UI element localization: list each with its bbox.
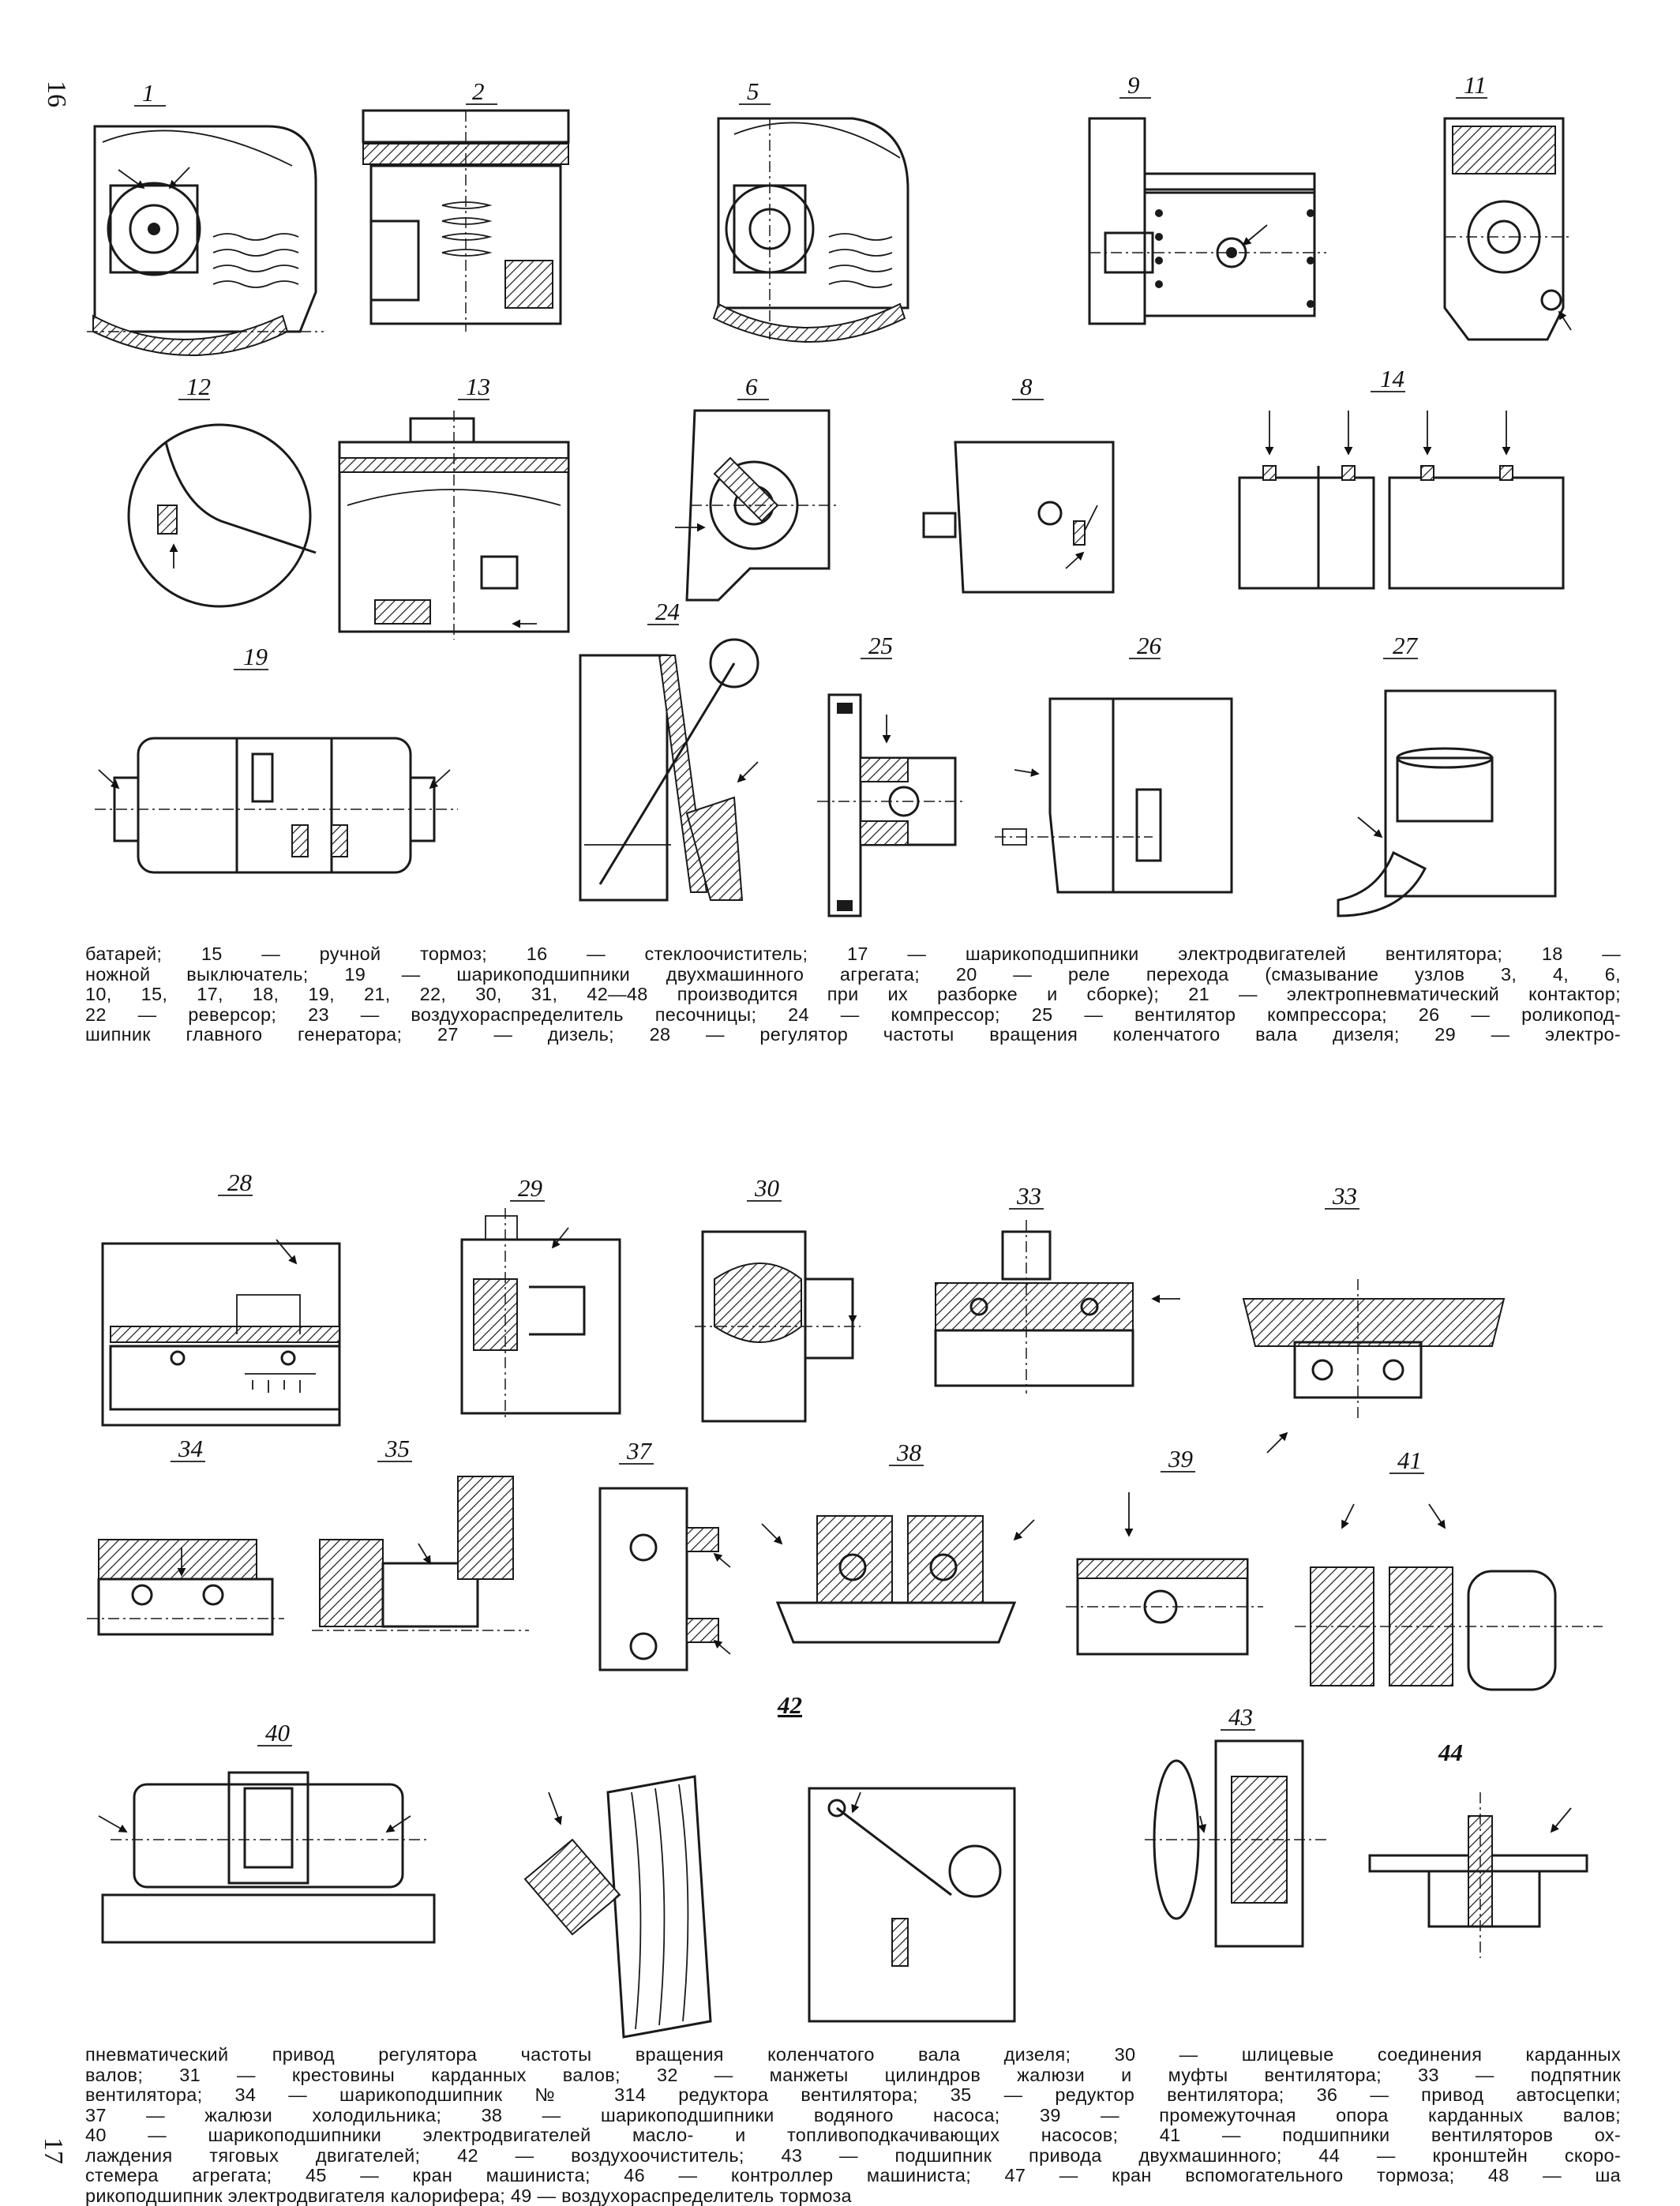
- fig-label: 25: [868, 632, 893, 659]
- fig-label: 5: [747, 77, 759, 105]
- figure-40-pump-motor: [99, 1773, 434, 1942]
- fig-label: 24: [655, 598, 680, 625]
- fig-label: 43: [1228, 1703, 1253, 1731]
- fig-label: 14: [1380, 365, 1404, 392]
- figure-34-reducer-bearing: [87, 1540, 284, 1634]
- caption-line: 22 — реверсор; 23 — воздухораспределител…: [85, 1005, 1621, 1026]
- figure-9-coupler-drive: [1089, 118, 1326, 324]
- figure-42-air-cleaner-b: [809, 1788, 1014, 2021]
- figure-25-compressor-fan: [817, 695, 963, 916]
- figure-11-compressor-head: [1445, 118, 1571, 340]
- caption-line: стемера агрегата; 45 — кран машиниста; 4…: [85, 2166, 1621, 2186]
- fig-label: 42: [777, 1691, 802, 1719]
- caption-line: валов; 31 — крестовины карданных валов; …: [85, 2065, 1621, 2086]
- figure-30-splined-joint: [695, 1232, 861, 1421]
- fig-label: 34: [178, 1435, 203, 1462]
- fig-label: 19: [243, 643, 268, 670]
- fig-label: 33: [1332, 1182, 1357, 1210]
- label-underlines: [134, 98, 1487, 1746]
- fig-label: 9: [1127, 71, 1140, 99]
- figure-37-shutters: [600, 1488, 730, 1670]
- figure-13-foot-switch: [339, 411, 568, 640]
- fig-label: 39: [1168, 1445, 1193, 1473]
- figure-24-compressor: [580, 640, 758, 900]
- fig-label: 12: [186, 373, 211, 400]
- fig-label: 28: [227, 1169, 253, 1196]
- caption-line: 10, 15, 17, 18, 19, 21, 22, 30, 31, 42—4…: [85, 985, 1621, 1005]
- figure-38-water-pump: [762, 1516, 1034, 1642]
- figure-12-detail-circle: [129, 425, 316, 606]
- figure-35-fan-reducer: [312, 1476, 529, 1630]
- fig-label: 40: [265, 1719, 291, 1746]
- figure-19-two-machine-unit: [95, 738, 458, 872]
- figure-33-thrust-bearing-b: [1243, 1279, 1504, 1453]
- fig-label: 41: [1397, 1446, 1422, 1474]
- fig-label: 26: [1137, 632, 1162, 659]
- figure-5-stripped: [714, 118, 908, 342]
- fig-label: 44: [1438, 1739, 1463, 1766]
- caption-line: шипник главного генератора; 27 — дизель;…: [85, 1025, 1621, 1045]
- fig-label: 1: [142, 79, 155, 107]
- caption-line: 40 — шарикоподшипники электродвигателей …: [85, 2125, 1621, 2146]
- figure-44-speedometer-bracket: [1370, 1792, 1587, 1958]
- fig-label: 11: [1464, 71, 1487, 99]
- fig-label: 33: [1016, 1182, 1041, 1210]
- fig-label: 35: [384, 1435, 410, 1462]
- figure-33-thrust-bearing-a: [936, 1220, 1180, 1394]
- figure-43-drive-bearing: [1145, 1741, 1326, 1946]
- figure-labels: 1 2 5 9 11 12 13 6 8 14 19 24 25 26 27 2…: [142, 71, 1487, 1766]
- fig-label: 37: [626, 1437, 653, 1465]
- caption-line: пневматический привод регулятора частоты…: [85, 2045, 1621, 2065]
- caption-line: батарей; 15 — ручной тормоз; 16 — стекло…: [85, 944, 1621, 965]
- caption-line: вентилятора; 34 — шарикоподшипник № 314 …: [85, 2085, 1621, 2106]
- fig-label: 27: [1393, 632, 1419, 659]
- fig-label: 13: [466, 373, 490, 400]
- figure-27-diesel: [1338, 691, 1555, 916]
- caption-top: батарей; 15 — ручной тормоз; 16 — стекло…: [85, 944, 1621, 1045]
- caption-bottom: пневматический привод регулятора частоты…: [85, 2045, 1621, 2206]
- figure-42-air-cleaner-a: [525, 1776, 711, 2037]
- figure-6-reducer: [675, 411, 837, 600]
- caption-line: рикоподшипник электродвигателя калорифер…: [85, 2186, 1621, 2206]
- fig-label: 8: [1020, 373, 1033, 400]
- figure-14-batteries: [1239, 411, 1563, 588]
- figure-2-wiper: [363, 111, 568, 332]
- figure-1-hand-brake: [87, 126, 324, 355]
- figure-39-intermediate-support: [1066, 1492, 1263, 1654]
- figure-29-electropneumatic-drive: [462, 1208, 620, 1421]
- fig-label: 30: [754, 1174, 780, 1202]
- figure-26-generator: [995, 699, 1232, 892]
- fig-label: 29: [518, 1174, 542, 1202]
- fig-label: 2: [472, 77, 485, 105]
- caption-line: лаждения тяговых двигателей; 42 — воздух…: [85, 2146, 1621, 2167]
- caption-line: 37 — жалюзи холодильника; 38 — шарикопод…: [85, 2106, 1621, 2126]
- figure-41-fan-bearings: [1295, 1504, 1603, 1690]
- figure-28-governor: [103, 1240, 339, 1425]
- fig-label: 6: [745, 373, 758, 400]
- figure-8-housing: [924, 442, 1113, 592]
- fig-label: 38: [896, 1439, 922, 1466]
- caption-line: ножной выключатель; 19 — шарикоподшипник…: [85, 965, 1621, 985]
